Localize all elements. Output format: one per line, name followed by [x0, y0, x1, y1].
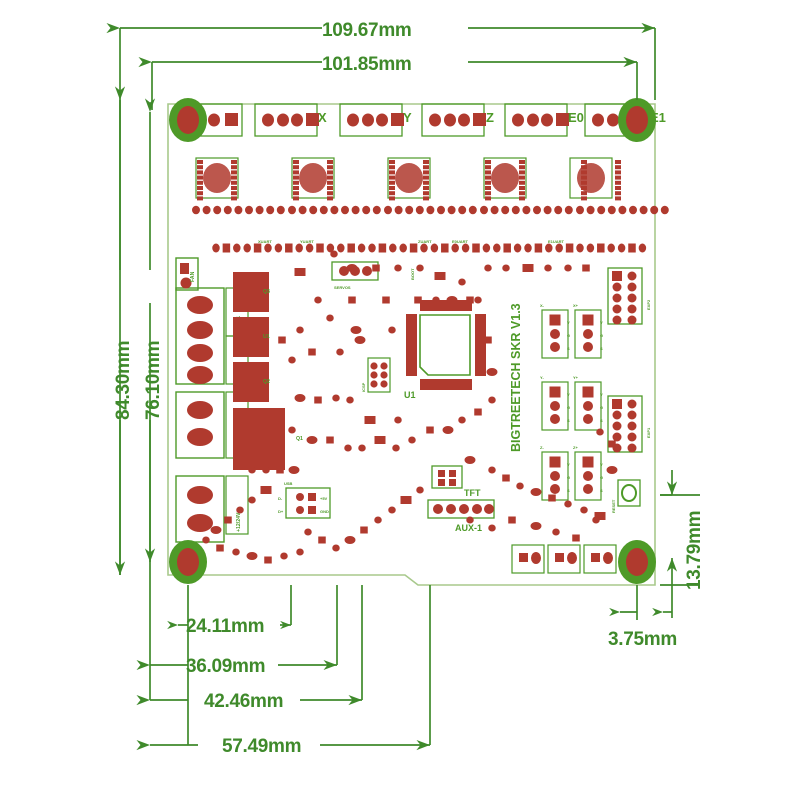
- label-tft: TFT: [464, 488, 481, 498]
- uart-label-e0: E0UART: [452, 239, 469, 244]
- dim-label-84: 84.30mm: [113, 341, 134, 420]
- endstop-label-zplus: Z+: [573, 445, 578, 450]
- label-q3: Q2: [263, 379, 270, 385]
- uart-label-y: YUART: [300, 239, 314, 244]
- stepper-label-e0: E0: [568, 110, 584, 125]
- label-aux1: AUX-1: [455, 523, 482, 533]
- label-icsp: ICSP: [361, 382, 366, 392]
- endstop-pin-label: S: [600, 346, 603, 351]
- label-servos: SERVOS: [334, 285, 351, 290]
- endstop-pin-label: G: [567, 333, 570, 338]
- label-exp1: EXP1: [646, 427, 651, 438]
- dim-label-13: 13.79mm: [684, 511, 705, 590]
- stepper-label-z: Z: [486, 110, 494, 125]
- endstop-pin-label: S: [567, 488, 570, 493]
- label-usb: USB: [284, 481, 293, 486]
- usb-pin-gnd: GND: [320, 509, 329, 514]
- endstop-pin-label: V: [600, 392, 603, 397]
- dim-label-57: 57.49mm: [222, 736, 301, 757]
- label-q4: Q3: [263, 289, 270, 295]
- stepper-label-y: Y: [403, 110, 412, 125]
- label-u1: U1: [404, 390, 416, 400]
- mosfets: [233, 272, 285, 470]
- label-q2: Q1: [296, 436, 303, 442]
- usb-pin-dplus: D+: [278, 509, 284, 514]
- endstop-label-yminus: Y-: [540, 375, 544, 380]
- power-label-fan: FAN: [190, 271, 196, 282]
- label-exp2: EXP2: [646, 299, 651, 310]
- endstop-pin-label: G: [567, 475, 570, 480]
- dim-label-76: 76.10mm: [143, 341, 164, 420]
- endstop-pin-label: G: [567, 405, 570, 410]
- endstop-pin-label: G: [600, 333, 603, 338]
- stepper-label-x: X: [318, 110, 327, 125]
- board-artwork: X Y Z E0 E1: [167, 98, 669, 586]
- dim-label-109: 109.67mm: [322, 20, 412, 41]
- power-label-vin: +12/24V: [236, 512, 242, 532]
- uart-label-e1: E1UART: [548, 239, 565, 244]
- icsp-header: ICSP: [361, 357, 391, 393]
- label-reset: RESET: [611, 499, 616, 513]
- endstop-pin-label: V: [600, 462, 603, 467]
- usb-pin-5v: +5V: [320, 496, 328, 501]
- endstop-pin-label: S: [567, 418, 570, 423]
- endstop-label-yplus: Y+: [573, 375, 579, 380]
- endstop-pin-label: V: [567, 392, 570, 397]
- mcu-u1: U1: [404, 300, 486, 400]
- stepper-section: X Y Z E0 E1: [192, 103, 669, 253]
- uart-label-x: XUART: [258, 239, 272, 244]
- endstop-pin-label: G: [600, 475, 603, 480]
- endstop-pin-label: V: [600, 320, 603, 325]
- label-q1: U1: [263, 334, 270, 340]
- mounting-holes: [169, 98, 656, 584]
- endstop-label-zminus: Z-: [540, 445, 544, 450]
- board-name-silkscreen: BIGTREETECH SKR V1.3: [509, 303, 523, 452]
- usb-connector: USB D- D+ +5V GND: [278, 481, 331, 519]
- endstop-label-xminus: X-: [540, 303, 545, 308]
- dim-label-375: 3.75mm: [608, 629, 677, 650]
- expansion-headers: EXP2 EXP1: [607, 267, 651, 453]
- dim-label-24: 24.11mm: [186, 616, 264, 637]
- endstop-pin-label: S: [600, 418, 603, 423]
- usb-pin-dminus: D-: [278, 496, 283, 501]
- dim-label-101: 101.85mm: [322, 54, 412, 75]
- label-boot: BOOT: [410, 268, 415, 280]
- endstop-label-xplus: X+: [573, 303, 579, 308]
- endstop-pin-label: G: [600, 405, 603, 410]
- uart-label-z: ZUART: [418, 239, 432, 244]
- tft-aux-connectors: TFT AUX-1: [427, 465, 495, 533]
- dim-label-36: 36.09mm: [186, 656, 265, 677]
- dimension-lines: [106, 22, 700, 751]
- bottom-connectors: [511, 544, 617, 574]
- endstop-connectors: X- X+ Y- Y+ Z- Z+: [540, 303, 602, 501]
- endstop-pin-label: V: [567, 462, 570, 467]
- endstop-pin-label: V: [567, 320, 570, 325]
- endstop-pin-label: S: [567, 346, 570, 351]
- dim-label-42: 42.46mm: [204, 691, 283, 712]
- endstop-pin-label: S: [600, 488, 603, 493]
- reset-button: RESET: [611, 479, 641, 513]
